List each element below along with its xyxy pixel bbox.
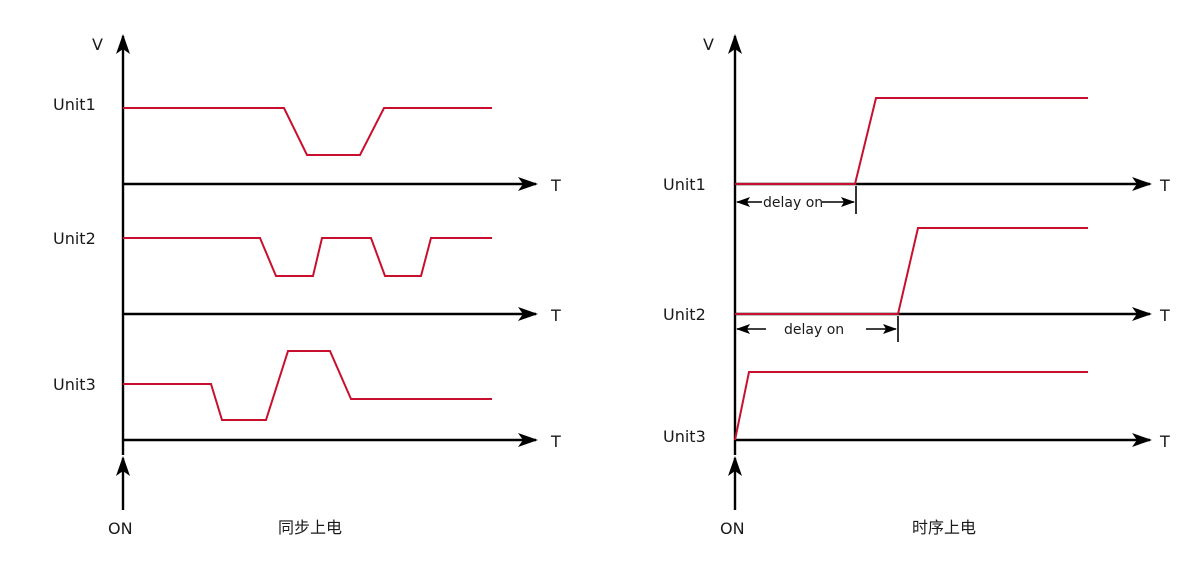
left-unit2-label: Unit2 (53, 229, 96, 248)
right-delay2-label: delay on (784, 322, 844, 338)
left-unit2-signal (123, 237, 492, 277)
left-unit3-signal (123, 350, 492, 421)
right-delay1-label: delay on (763, 195, 823, 211)
right-unit1-signal (735, 97, 1088, 185)
right-unit2-signal (735, 227, 1088, 315)
right-v-label: V (703, 35, 714, 54)
left-t-label-2: T (550, 306, 561, 325)
right-t-label-2: T (1159, 306, 1170, 325)
left-caption: 同步上电 (278, 518, 342, 537)
left-unit3-label: Unit3 (53, 375, 96, 394)
right-unit3-label: Unit3 (663, 427, 706, 446)
left-unit1-signal (123, 107, 492, 156)
left-t-label-3: T (550, 432, 561, 451)
right-t-label-1: T (1159, 176, 1170, 195)
left-unit1-label: Unit1 (53, 95, 96, 114)
right-unit2-label: Unit2 (663, 305, 706, 324)
right-panel: V ON 时序上电 T T T Unit1 Unit2 Unit3 delay … (663, 34, 1170, 538)
right-on-label: ON (720, 519, 745, 538)
left-t-label-1: T (550, 176, 561, 195)
left-panel: V ON 同步上电 T T T Unit1 Unit2 Unit3 (53, 34, 561, 538)
right-caption: 时序上电 (912, 518, 976, 537)
left-v-label: V (92, 35, 103, 54)
right-unit1-label: Unit1 (663, 175, 706, 194)
right-unit3-signal (734, 371, 1088, 441)
right-t-label-3: T (1159, 432, 1170, 451)
left-on-label: ON (108, 519, 133, 538)
